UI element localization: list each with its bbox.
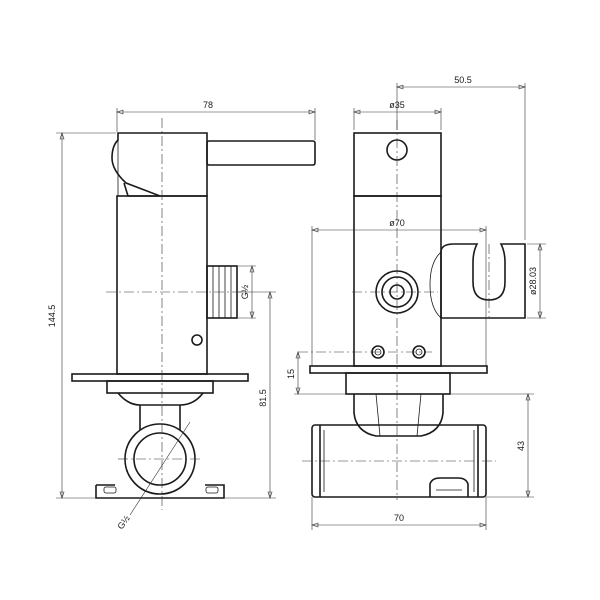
dim-handle-diameter: ø35	[389, 100, 405, 110]
dim-body-height: 43	[516, 441, 526, 451]
dim-inlet-thread: G½	[115, 513, 132, 531]
dim-front-width: 78	[203, 100, 213, 110]
dim-holder-diameter: ø28.03	[528, 267, 538, 295]
dim-handle-offset: 50.5	[454, 75, 472, 85]
dim-floor-height: 81.5	[258, 389, 268, 407]
front-view	[71, 118, 316, 516]
side-view	[298, 120, 526, 500]
side-view-dimensions: 50.5 ø35 ø70 ø28.03 15 43 70	[286, 75, 546, 530]
dim-base-width: 70	[394, 513, 404, 523]
front-view-dimensions: 78 144.5 G½ 81.5 G½	[47, 100, 316, 531]
dim-body-diameter: ø70	[389, 218, 405, 228]
dim-flange-thickness: 15	[286, 369, 296, 379]
dim-front-height: 144.5	[47, 305, 57, 328]
